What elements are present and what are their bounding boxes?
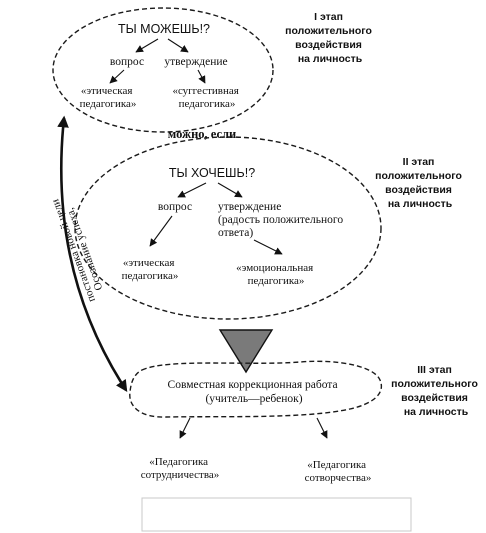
stage1-arrow-question	[135, 38, 159, 53]
stage1-result-statement-line2: педагогика»	[179, 98, 236, 110]
stage3-label-line2: положительного	[391, 378, 478, 390]
stage3-result-right-line1: «Педагогика	[307, 459, 366, 471]
stage3-heading-line1: Совместная коррекционная работа	[168, 379, 338, 391]
stage1-branch-statement: утверждение	[164, 56, 227, 68]
stage2-result-statement: «эмоциональная педагогика»	[236, 262, 316, 287]
stage2-branch-statement-line1: утверждение	[218, 201, 281, 213]
stage2-branch-statement: утверждение (радость положительного отве…	[218, 201, 346, 239]
stage2-arrow-result-statement	[253, 239, 283, 255]
stage2-arrow-result-question	[149, 215, 173, 247]
stage1-label-line1: I этап	[314, 11, 343, 23]
stage1-heading: ТЫ МОЖЕШЬ!?	[118, 22, 210, 36]
stage3-heading-line2: (учитель—ребенок)	[205, 393, 302, 405]
stage2-branch-statement-line3: ответа)	[218, 227, 253, 239]
stage3-heading: Совместная коррекционная работа (учитель…	[168, 379, 341, 405]
stage3-label-line1: III этап	[417, 364, 452, 376]
stage1-arrow-statement	[167, 38, 189, 53]
stage2-ellipse	[74, 136, 382, 320]
stage2-label-line3: воздействия	[385, 184, 452, 196]
stage3-cloud	[129, 360, 383, 418]
stage2-result-question-line1: «этическая	[123, 257, 175, 269]
stage3-label: III этап положительного воздействия на л…	[391, 364, 481, 418]
stage2-result-statement-line1: «эмоциональная	[236, 262, 313, 274]
stage1-arrow-result-statement	[197, 69, 206, 84]
stage2-label-line2: положительного	[375, 170, 462, 182]
stage2-arrow-statement	[217, 182, 243, 198]
stage1-result-question-line1: «этическая	[81, 85, 133, 97]
stage1-result-statement: «суггестивная педагогика»	[172, 85, 241, 110]
stage1-label-line2: положительного	[285, 25, 372, 37]
stage2-label-line1: II этап	[403, 156, 435, 168]
stage1-label-line3: воздействия	[295, 39, 362, 51]
stage2-heading: ТЫ ХОЧЕШЬ!?	[169, 166, 255, 180]
feedback-arrow	[57, 115, 128, 392]
stage3-arrow-right	[316, 417, 328, 439]
connector-text: можно, если	[168, 127, 237, 141]
stage1-ellipse	[52, 7, 274, 133]
stage1-result-question: «этическая педагогика»	[80, 85, 137, 110]
stage1-label: I этап положительного воздействия на лич…	[285, 11, 375, 65]
stage1-result-question-line2: педагогика»	[80, 98, 137, 110]
stage2-branch-statement-line2: (радость положительного	[218, 214, 343, 226]
stage3-result-left-line1: «Педагогика	[149, 456, 208, 468]
stage2-arrow-question	[177, 182, 207, 198]
stage1-result-statement-line1: «суггестивная	[172, 85, 238, 97]
stage2-label-line4: на личность	[388, 198, 453, 210]
stage3-result-right-line2: сотворчества»	[305, 472, 372, 484]
stage3-arrow-left	[179, 417, 191, 439]
stage2-result-statement-line2: педагогика»	[248, 275, 305, 287]
stage1-arrow-result-question	[109, 69, 125, 84]
bottom-frame	[141, 497, 412, 532]
transition-triangle	[218, 329, 274, 374]
stage2-result-question: «этическая педагогика»	[122, 257, 179, 282]
stage3-result-left-line2: сотрудничества»	[141, 469, 220, 481]
stage1-branch-question: вопрос	[110, 56, 144, 68]
stage2-branch-question: вопрос	[158, 201, 192, 213]
stage1-label-line4: на личность	[298, 53, 363, 65]
stage3-label-line3: воздействия	[401, 392, 468, 404]
stage3-result-left: «Педагогика сотрудничества»	[141, 456, 220, 481]
stage3-result-right: «Педагогика сотворчества»	[305, 459, 372, 484]
stage3-label-line4: на личность	[404, 406, 469, 418]
stage2-label: II этап положительного воздействия на ли…	[375, 156, 465, 210]
stage2-result-question-line2: педагогика»	[122, 270, 179, 282]
